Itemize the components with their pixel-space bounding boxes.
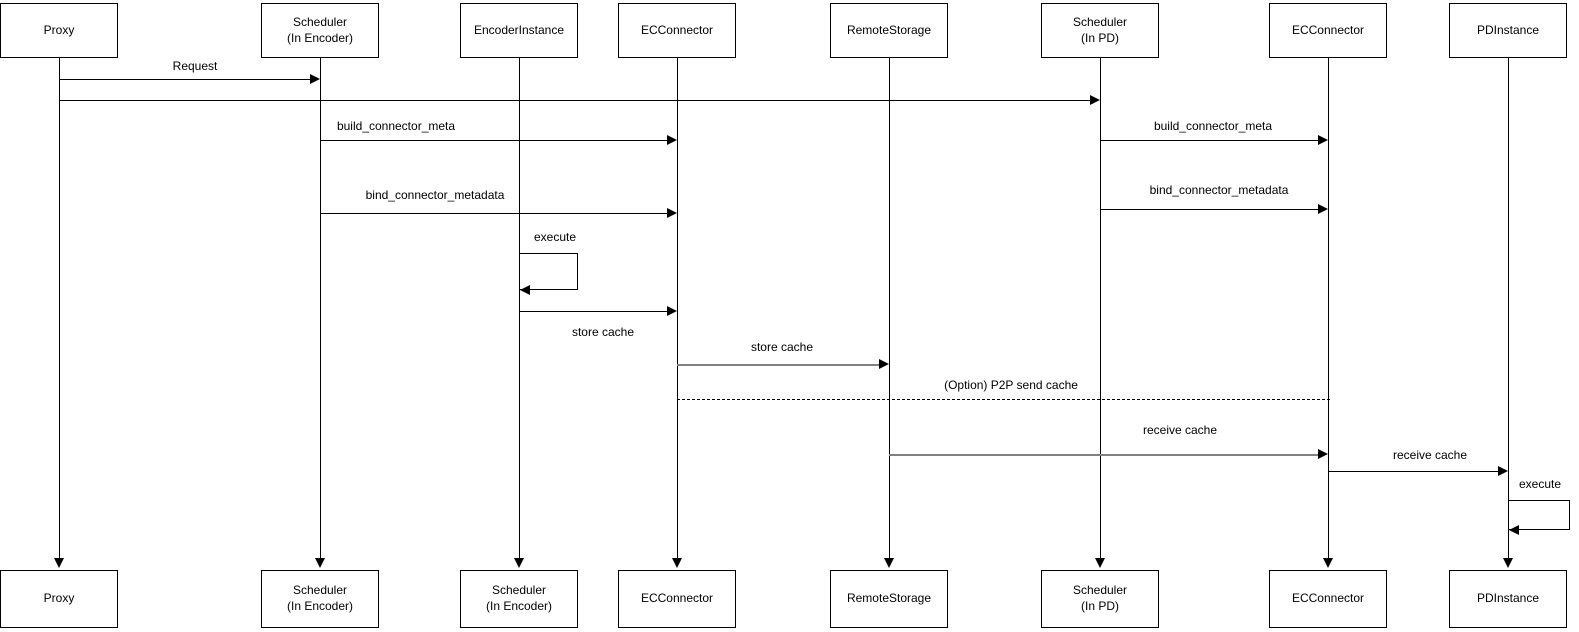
arrow-down-icon — [1503, 558, 1513, 568]
actor-top-remote-storage: RemoteStorage — [830, 3, 948, 58]
arrow-down-icon — [672, 558, 682, 568]
actor-label: Proxy — [43, 22, 75, 37]
arrowhead-right-icon — [667, 135, 677, 145]
message-execute-encoder-loop — [520, 253, 578, 290]
actor-top-pd-instance: PDInstance — [1449, 3, 1567, 58]
message-build-connector-meta-encoder-label: build_connector_meta — [336, 119, 456, 133]
arrowhead-right-icon — [1498, 466, 1508, 476]
message-p2p-send-cache-label: (Option) P2P send cache — [944, 378, 1078, 392]
message-store-cache-2-line — [677, 364, 880, 366]
actor-bottom-ec-connector-1: ECConnector — [618, 570, 736, 628]
actor-label: EncoderInstance — [473, 22, 565, 37]
lifeline-encoder-instance — [519, 58, 520, 558]
actor-top-scheduler-in-pd: Scheduler (In PD) — [1041, 3, 1159, 58]
arrow-down-icon — [884, 558, 894, 568]
actor-bottom-proxy: Proxy — [0, 570, 118, 628]
actor-top-encoder-instance: EncoderInstance — [460, 3, 578, 58]
lifeline-proxy — [59, 58, 60, 558]
actor-label: Proxy — [43, 591, 75, 606]
actor-label: PDInstance — [1476, 22, 1540, 37]
actor-label: ECConnector — [640, 22, 714, 37]
message-request-line — [59, 79, 312, 80]
actor-bottom-remote-storage: RemoteStorage — [830, 570, 948, 628]
message-build-connector-meta-encoder-line — [320, 140, 669, 141]
message-execute-pd-loop — [1509, 500, 1570, 530]
message-request-label: Request — [172, 59, 218, 73]
actor-label: Scheduler (In Encoder) — [286, 14, 354, 45]
actor-bottom-pd-instance: PDInstance — [1449, 570, 1567, 628]
actor-bottom-ec-connector-2: ECConnector — [1269, 570, 1387, 628]
message-execute-encoder-label: execute — [533, 230, 577, 244]
message-store-cache-1-line — [519, 311, 669, 312]
lifeline-remote-storage — [889, 58, 890, 558]
arrow-down-icon — [514, 558, 524, 568]
lifeline-ec-connector-2 — [1328, 58, 1329, 558]
actor-label: Scheduler (In Encoder) — [286, 583, 354, 613]
actor-bottom-scheduler-in-encoder: Scheduler (In Encoder) — [261, 570, 379, 628]
arrowhead-right-icon — [310, 74, 320, 84]
message-store-cache-2-label: store cache — [750, 340, 814, 354]
lifeline-scheduler-in-pd — [1100, 58, 1101, 558]
actor-label: Scheduler (In Encoder) — [485, 583, 553, 613]
actor-bottom-encoder-instance: Scheduler (In Encoder) — [460, 570, 578, 628]
arrowhead-left-icon — [1509, 525, 1519, 535]
message-receive-cache-1-label: receive cache — [1142, 423, 1218, 437]
actor-top-ec-connector-2: ECConnector — [1269, 3, 1387, 58]
arrowhead-left-icon — [520, 285, 530, 295]
actor-label: ECConnector — [640, 591, 714, 606]
actor-label: RemoteStorage — [846, 22, 932, 37]
arrowhead-right-icon — [667, 306, 677, 316]
message-bind-connector-metadata-pd-label: bind_connector_metadata — [1149, 183, 1289, 197]
actor-label: Scheduler (In PD) — [1072, 14, 1128, 45]
arrow-down-icon — [54, 558, 64, 568]
message-execute-pd-label: execute — [1518, 477, 1562, 491]
message-proxy-to-scheduler-pd-line — [59, 100, 1092, 101]
message-build-connector-meta-pd-line — [1100, 140, 1320, 141]
arrow-down-icon — [1323, 558, 1333, 568]
actor-top-scheduler-in-encoder: Scheduler (In Encoder) — [261, 3, 379, 58]
message-build-connector-meta-pd-label: build_connector_meta — [1153, 119, 1273, 133]
actor-top-ec-connector-1: ECConnector — [618, 3, 736, 58]
message-receive-cache-2-label: receive cache — [1392, 448, 1468, 462]
actor-label: PDInstance — [1476, 591, 1540, 606]
message-bind-connector-metadata-pd-line — [1100, 209, 1320, 210]
actor-label: ECConnector — [1291, 22, 1365, 37]
actor-top-proxy: Proxy — [0, 3, 118, 58]
arrowhead-right-icon — [1090, 95, 1100, 105]
actor-label: RemoteStorage — [846, 591, 932, 606]
message-bind-connector-metadata-encoder-label: bind_connector_metadata — [365, 188, 505, 202]
message-receive-cache-2-line — [1328, 471, 1500, 472]
arrowhead-right-icon — [879, 359, 889, 369]
arrow-down-icon — [1095, 558, 1105, 568]
arrow-down-icon — [315, 558, 325, 568]
lifeline-scheduler-in-encoder — [320, 58, 321, 558]
message-receive-cache-1-line — [889, 454, 1319, 456]
lifeline-ec-connector-1 — [677, 58, 678, 558]
arrowhead-right-icon — [1318, 204, 1328, 214]
arrowhead-right-icon — [667, 208, 677, 218]
message-store-cache-1-label: store cache — [571, 325, 635, 339]
arrowhead-right-icon — [1318, 135, 1328, 145]
actor-label: ECConnector — [1291, 591, 1365, 606]
actor-label: Scheduler (In PD) — [1072, 583, 1128, 613]
message-p2p-send-cache-line — [677, 399, 1330, 400]
arrowhead-right-icon — [1318, 449, 1328, 459]
message-bind-connector-metadata-encoder-line — [320, 213, 669, 214]
actor-bottom-scheduler-in-pd: Scheduler (In PD) — [1041, 570, 1159, 628]
lifeline-pd-instance — [1508, 58, 1509, 558]
